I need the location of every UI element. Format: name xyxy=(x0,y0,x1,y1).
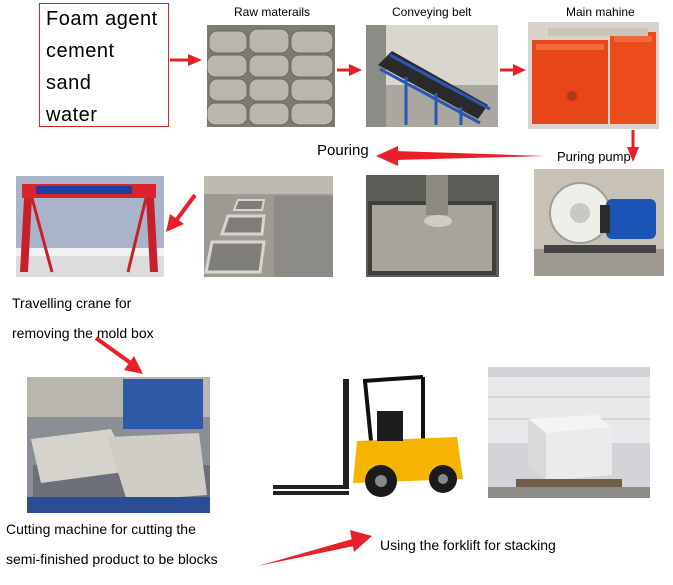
crane-photo xyxy=(16,176,164,277)
crane-label-line2: removing the mold box xyxy=(12,325,154,341)
crane-label-line1: Travelling crane for xyxy=(12,295,132,311)
pouring-photo xyxy=(366,175,499,277)
pouring-pump-caption: Puring pump xyxy=(557,149,631,164)
forklift-photo xyxy=(273,371,473,502)
forklift-label: Using the forklift for stacking xyxy=(380,537,556,553)
ingredient-water: water xyxy=(46,104,98,126)
arrow-down-right-icon xyxy=(94,336,143,374)
cutting-label-line1: Cutting machine for cutting the xyxy=(6,521,196,537)
pump-photo xyxy=(534,169,664,276)
mold-trays-photo xyxy=(204,176,333,277)
arrow-right-icon xyxy=(337,64,362,76)
arrow-down-left-icon xyxy=(166,193,197,232)
conveying-belt-photo xyxy=(366,25,498,127)
arrow-left-icon xyxy=(376,146,545,166)
arrow-right-icon xyxy=(170,54,202,66)
pouring-label: Pouring xyxy=(317,142,369,159)
arrow-right-icon xyxy=(500,64,526,76)
arrow-up-right-icon xyxy=(258,530,372,566)
cutting-label-line2: semi-finished product to be blocks xyxy=(6,551,218,567)
ingredient-foam-agent: Foam agent xyxy=(46,8,158,30)
raw-materials-caption: Raw materails xyxy=(234,5,311,19)
stacked-blocks-photo xyxy=(488,367,650,498)
raw-materials-photo xyxy=(207,25,335,127)
conveying-belt-caption: Conveying belt xyxy=(392,5,472,19)
ingredient-sand: sand xyxy=(46,72,92,94)
main-machine-photo xyxy=(528,22,659,129)
cutting-machine-photo xyxy=(27,377,210,513)
main-machine-caption: Main mahine xyxy=(566,5,635,19)
ingredient-cement: cement xyxy=(46,40,115,62)
ingredients-box: Foam agent cement sand water xyxy=(39,3,169,127)
